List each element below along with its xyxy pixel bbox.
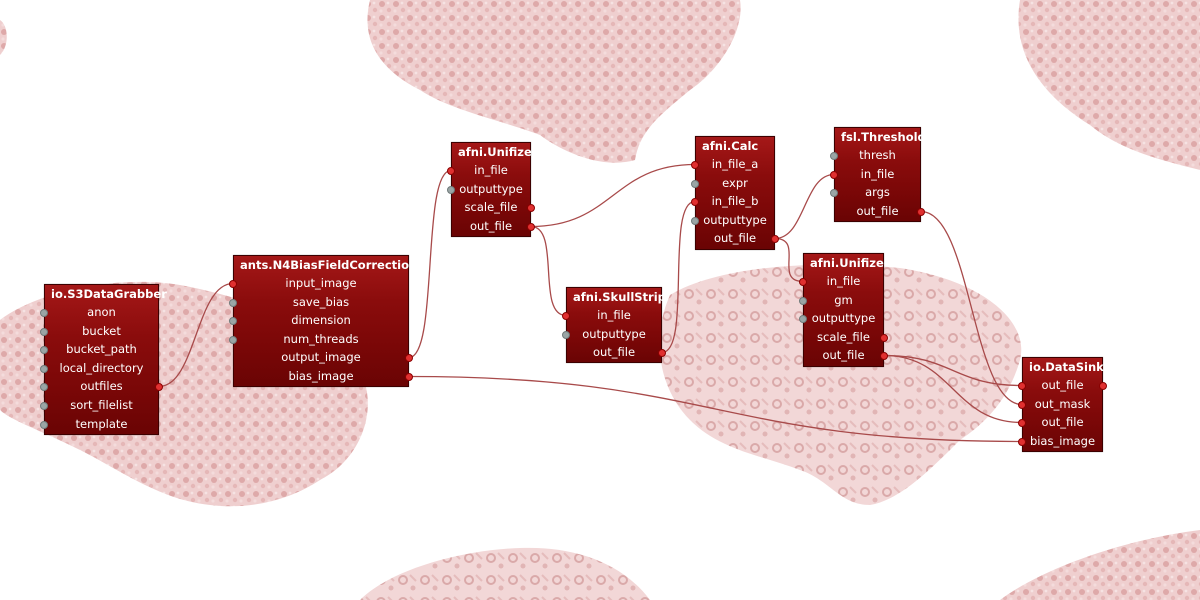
port-in-file: in_file [860,166,895,181]
node-ants-n4biasfieldcorrection[interactable]: ants.N4BiasFieldCorrection input_image s… [233,255,418,387]
input-port-stub[interactable] [830,188,838,197]
node-title: afni.Calc [702,139,759,153]
input-port-stub[interactable] [799,296,807,305]
input-port-stub[interactable] [691,197,699,206]
port-in-file-b: in_file_b [711,194,759,209]
input-port-stub[interactable] [229,298,237,307]
port-sort-filelist: sort_filelist [70,397,133,412]
port-out-mask: out_mask [1034,396,1091,411]
port-dimension: dimension [291,313,351,328]
port-outputtype: outputtype [811,311,876,326]
port-args: args [865,185,890,200]
input-port-stub[interactable] [40,382,48,391]
port-outputtype: outputtype [582,326,646,341]
port-input-image: input_image [285,276,357,290]
node-title: afni.Unifize [458,145,532,159]
node-afni-unifize-2[interactable]: afni.Unifize in_file gm outputtype scale… [803,253,884,367]
port-bucket: bucket [82,323,121,338]
port-outputtype: outputtype [703,212,767,227]
output-port-stub[interactable] [405,372,413,381]
output-port-stub[interactable] [917,207,925,216]
port-out-file: out_file [713,231,757,246]
input-port-stub[interactable] [447,166,455,175]
port-in-file-a: in_file_a [711,157,759,171]
port-in-file: in_file [826,274,861,288]
input-port-stub[interactable] [40,364,48,373]
port-num-threads: num_threads [283,331,359,346]
node-title: ants.N4BiasFieldCorrection [240,258,418,272]
port-in-file: in_file [597,308,631,322]
input-port-stub[interactable] [1018,381,1026,390]
input-port-stub[interactable] [799,277,807,286]
output-port-stub[interactable] [658,348,666,357]
port-scale-file: scale_file [817,329,870,344]
output-port-stub[interactable] [405,353,413,362]
input-port-stub[interactable] [229,335,237,344]
input-port-stub[interactable] [40,308,48,317]
input-port-stub[interactable] [40,420,48,429]
port-in-file: in_file [474,163,508,177]
input-port-stub[interactable] [830,151,838,160]
node-io-s3datagrabber[interactable]: io.S3DataGrabber anon bucket bucket_path… [44,284,167,435]
port-outfiles: outfiles [80,379,123,394]
port-out-file-2: out_file [1041,415,1084,430]
node-title: afni.SkullStrip [573,290,666,304]
node-fsl-threshold[interactable]: fsl.Threshold thresh in_file args out_fi… [834,127,926,222]
input-port-stub[interactable] [40,327,48,336]
port-bias-image: bias_image [1029,433,1096,448]
port-thresh: thresh [859,148,896,162]
port-outputtype: outputtype [459,181,523,196]
input-port-stub[interactable] [691,216,699,225]
node-afni-skullstrip[interactable]: afni.SkullStrip in_file outputtype out_f… [566,287,666,363]
input-port-stub[interactable] [1018,437,1026,446]
port-out-file: out_file [856,203,899,218]
port-gm: gm [834,292,853,307]
input-port-stub[interactable] [447,185,455,194]
output-port-stub[interactable] [880,351,888,360]
port-out-file: out_file [469,218,513,233]
input-port-stub[interactable] [1018,400,1026,409]
input-port-stub[interactable] [229,316,237,325]
output-port-stub[interactable] [771,234,779,243]
input-port-stub[interactable] [691,179,699,188]
node-afni-calc[interactable]: afni.Calc in_file_a expr in_file_b outpu… [695,136,775,250]
input-port-stub[interactable] [1018,418,1026,427]
port-anon: anon [87,305,116,319]
input-port-stub[interactable] [40,401,48,410]
node-title: io.DataSink [1029,360,1104,374]
input-port-stub[interactable] [40,345,48,354]
port-expr: expr [722,175,748,190]
node-afni-unifize[interactable]: afni.Unifize in_file outputtype scale_fi… [451,142,532,237]
port-out-file: out_file [592,345,636,360]
input-port-stub[interactable] [229,279,237,288]
output-port-stub[interactable] [155,382,163,391]
port-local-directory: local_directory [59,360,144,375]
input-port-stub[interactable] [562,311,570,320]
node-title: afni.Unifize [810,256,884,270]
input-port-stub[interactable] [691,160,699,169]
input-port-stub[interactable] [562,330,570,339]
output-port-stub[interactable] [880,333,888,342]
node-io-datasink[interactable]: io.DataSink out_file out_mask out_file b… [1022,357,1104,452]
port-template: template [75,416,128,431]
input-port-stub[interactable] [799,314,807,323]
port-scale-file: scale_file [464,200,518,215]
input-port-stub[interactable] [830,170,838,179]
port-out-file: out_file [822,348,865,363]
output-port-stub[interactable] [527,203,535,212]
output-port-stub[interactable] [527,222,535,231]
output-port-stub[interactable] [1099,381,1107,390]
node-title: fsl.Threshold [841,130,926,144]
port-bias-image: bias_image [288,368,354,383]
port-output-image: output_image [281,350,361,365]
node-title: io.S3DataGrabber [51,287,167,301]
port-save-bias: save_bias [292,294,350,309]
port-bucket-path: bucket_path [66,342,137,357]
port-out-file: out_file [1041,378,1084,392]
